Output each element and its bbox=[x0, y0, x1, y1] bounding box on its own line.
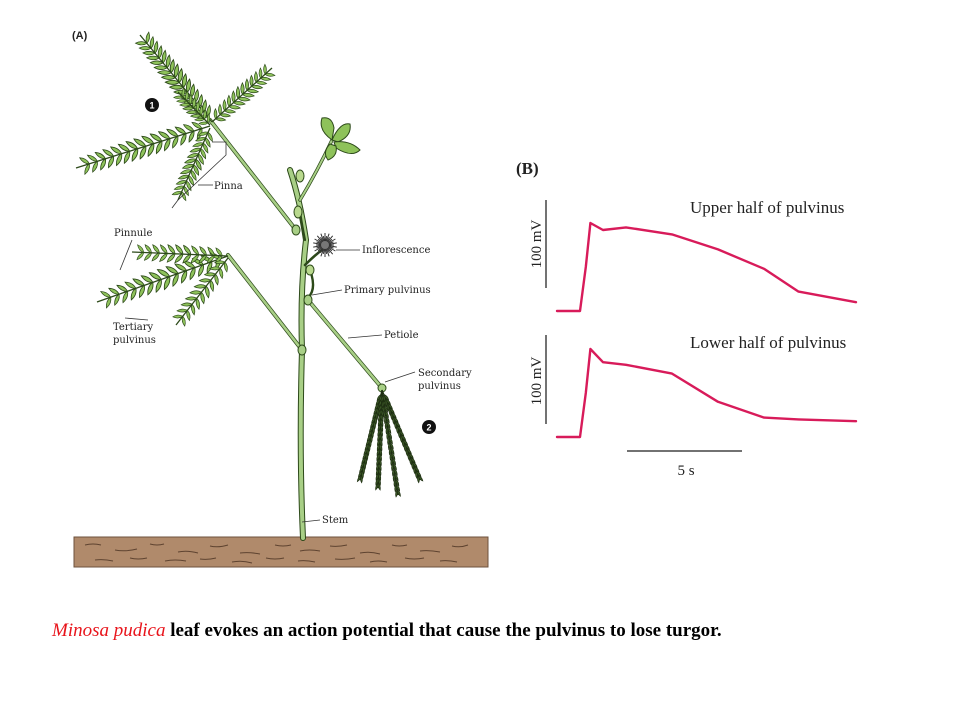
panel-b-label: (B) bbox=[516, 159, 539, 178]
pinna-label: Pinna bbox=[214, 181, 243, 192]
marker-2-number: 2 bbox=[426, 423, 431, 433]
figure-caption: Minosa pudica leaf evokes an action pote… bbox=[52, 620, 932, 642]
inflorescence-label: Inflorescence bbox=[362, 245, 430, 256]
tertiary-pulvinus-label-line1: Tertiary bbox=[113, 322, 154, 333]
secondary-pulvinus-label-line1: Secondary bbox=[418, 368, 472, 379]
stem-label: Stem bbox=[322, 515, 349, 526]
tertiary-pulvinus-label-line2: pulvinus bbox=[113, 335, 156, 346]
scale-bar-lower: 100 mV bbox=[529, 335, 547, 424]
caption-species: Minosa pudica bbox=[52, 620, 166, 641]
scale-bar-time: 5 s bbox=[627, 450, 742, 479]
caption-text: leaf evokes an action potential that cau… bbox=[165, 620, 722, 641]
marker-1-number: 1 bbox=[149, 101, 154, 111]
pulvinus-nodes bbox=[291, 224, 387, 393]
time-scale-label: 5 s bbox=[677, 463, 694, 479]
flower-buds bbox=[293, 169, 315, 276]
marker-2: 2 bbox=[422, 420, 436, 434]
lower-pulvinus-trace bbox=[555, 347, 858, 439]
secondary-pulvinus-label-line2: pulvinus bbox=[418, 381, 461, 392]
open-pinnae bbox=[75, 31, 276, 327]
soil-strip bbox=[73, 536, 489, 568]
petiole-label: Petiole bbox=[384, 330, 419, 341]
closed-leaves bbox=[356, 389, 424, 498]
lower-trace-label: Lower half of pulvinus bbox=[690, 333, 846, 352]
top-leaflet-cluster bbox=[320, 117, 361, 161]
lower-scale-y-label: 100 mV bbox=[529, 356, 545, 405]
upper-scale-y-label: 100 mV bbox=[529, 219, 545, 268]
marker-1: 1 bbox=[145, 98, 159, 112]
upper-pulvinus-trace bbox=[555, 221, 858, 313]
primary-pulvinus-label: Primary pulvinus bbox=[344, 285, 431, 296]
scale-bar-upper: 100 mV bbox=[529, 200, 547, 288]
panel-a-label: (A) bbox=[72, 30, 88, 42]
pinnule-label: Pinnule bbox=[114, 228, 152, 239]
upper-trace-label: Upper half of pulvinus bbox=[690, 198, 844, 217]
inflorescence-flower bbox=[313, 233, 337, 257]
plant-callouts bbox=[119, 141, 416, 523]
